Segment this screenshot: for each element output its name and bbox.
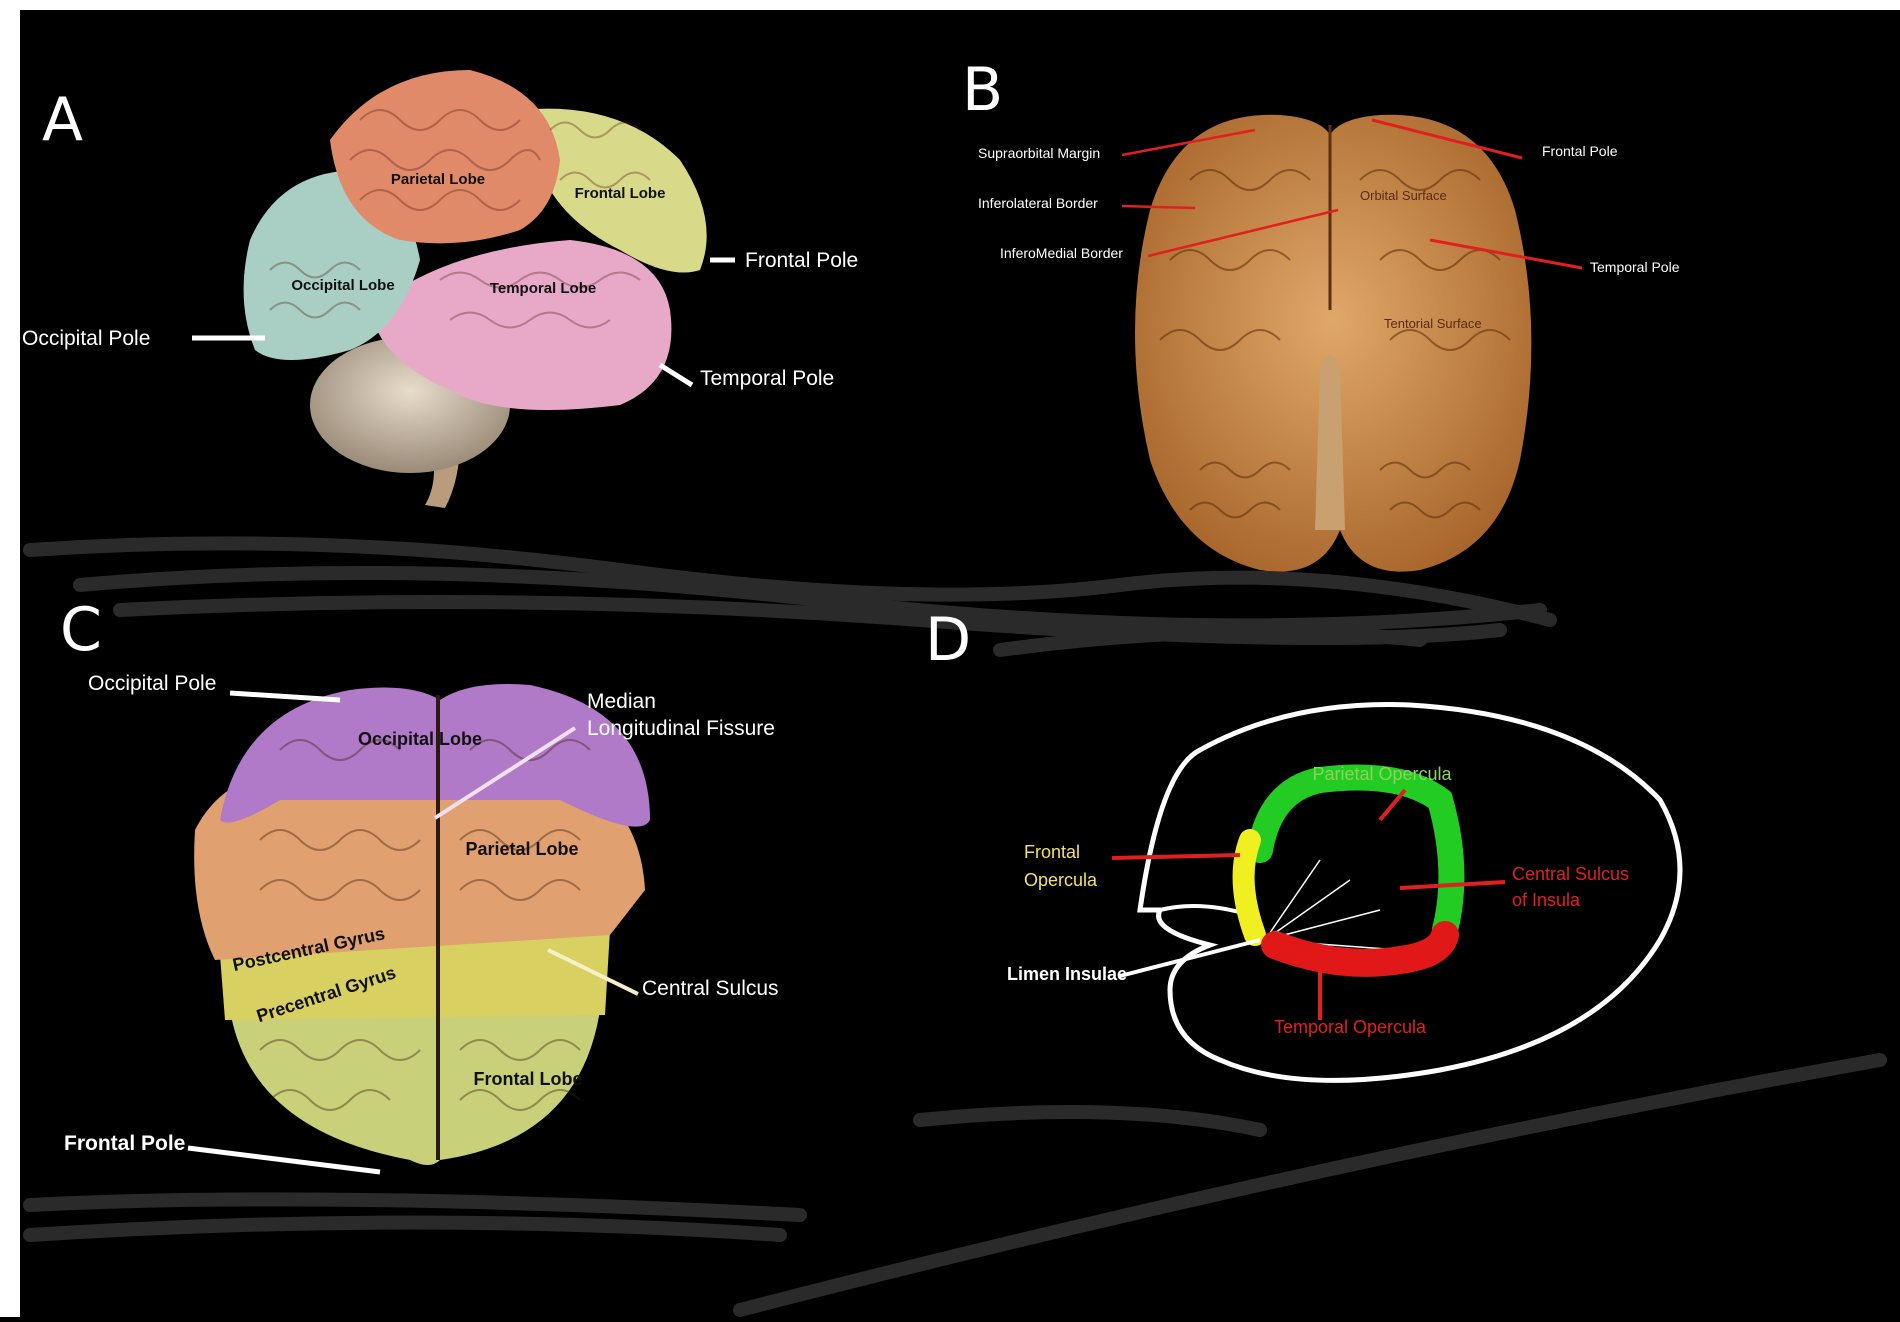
brainstem-b	[1315, 355, 1345, 530]
label-orbital-surface: Orbital Surface	[1360, 188, 1447, 203]
panel-b: B Supraorbital Margin Inferolateral Bord…	[962, 55, 1680, 572]
figure-canvas: A	[20, 10, 1900, 1317]
label-limen-insulae: Limen Insulae	[1007, 964, 1127, 984]
panel-c-letter: C	[60, 595, 102, 665]
panel-a-letter: A	[42, 85, 83, 155]
label-inferomedial-border: InferoMedial Border	[1000, 245, 1123, 261]
pointer-median-fissure	[433, 726, 577, 820]
label-central-sulcus-insula-1: Central Sulcus	[1512, 864, 1629, 884]
label-temporal-pole-b: Temporal Pole	[1590, 259, 1680, 275]
label-frontal-pole-b: Frontal Pole	[1542, 143, 1618, 159]
pointer-occipital-pole-c	[229, 690, 341, 703]
panel-d: D Parietal Opercula Frontal Opercula Cen…	[925, 605, 1683, 1083]
panel-c-brain	[194, 684, 650, 1165]
brain-anatomy-figure: A	[22, 55, 1887, 1317]
label-frontal-opercula-2: Opercula	[1024, 870, 1098, 890]
brain-outline-d	[1137, 702, 1683, 1083]
panel-b-letter: B	[962, 55, 1003, 125]
frontal-lobe-region	[520, 108, 707, 273]
parietal-operculum-d	[1247, 764, 1465, 943]
gyri-texture-c	[259, 739, 591, 1111]
occipital-lobe-region-c	[220, 684, 650, 827]
panel-a-brain	[243, 70, 707, 508]
label-occipital-pole-c: Occipital Pole	[88, 672, 216, 695]
label-frontal-lobe-a: Frontal Lobe	[575, 185, 666, 202]
pointer-supraorbital-margin	[1121, 128, 1256, 157]
label-frontal-opercula-1: Frontal	[1024, 842, 1080, 862]
gyri-texture-a	[269, 109, 651, 329]
pointer-central-sulcus	[547, 948, 639, 996]
label-temporal-pole-a: Temporal Pole	[700, 367, 834, 390]
pointer-frontal-pole-b	[1371, 118, 1523, 160]
redaction-scribbles	[23, 536, 1887, 1317]
label-temporal-lobe-a: Temporal Lobe	[490, 280, 596, 297]
pointer-frontal-opercula	[1111, 853, 1241, 860]
pointer-parietal-opercula	[1378, 788, 1407, 822]
label-central-sulcus: Central Sulcus	[642, 977, 779, 1000]
frontal-lobe-region-c	[230, 1010, 600, 1165]
label-median-fissure-1: Median	[587, 690, 656, 713]
panel-d-letter: D	[925, 605, 971, 675]
pointer-limen-insulae	[1119, 938, 1261, 978]
label-frontal-pole-a: Frontal Pole	[745, 249, 858, 272]
frontal-operculum-d	[1232, 829, 1266, 946]
label-parietal-opercula: Parietal Opercula	[1312, 764, 1452, 784]
pointer-inferomedial-border	[1147, 208, 1339, 258]
label-occipital-pole-a: Occipital Pole	[22, 327, 150, 350]
parietal-lobe-region	[330, 70, 560, 244]
label-parietal-lobe-c: Parietal Lobe	[465, 839, 578, 859]
pointer-temporal-pole-a	[658, 362, 694, 388]
parietal-lobe-region-c	[194, 770, 645, 960]
label-frontal-lobe-c: Frontal Lobe	[474, 1069, 583, 1089]
label-central-sulcus-insula-2: of Insula	[1512, 890, 1581, 910]
temporal-operculum-d	[1261, 921, 1459, 977]
pointer-inferolateral-border	[1121, 204, 1196, 210]
panel-a: A	[22, 70, 858, 508]
label-inferolateral-border: Inferolateral Border	[978, 195, 1098, 211]
label-tentorial-surface: Tentorial Surface	[1384, 316, 1482, 331]
label-occipital-lobe-c: Occipital Lobe	[358, 729, 482, 749]
brain-inferior-view	[1135, 114, 1532, 572]
label-parietal-lobe-a: Parietal Lobe	[391, 171, 485, 188]
label-occipital-lobe-a: Occipital Lobe	[291, 277, 394, 294]
pointer-central-sulcus-insula	[1399, 880, 1506, 890]
label-supraorbital-margin: Supraorbital Margin	[978, 145, 1100, 161]
panel-b-brain	[1135, 114, 1532, 572]
pointer-frontal-pole-c	[187, 1145, 381, 1175]
label-temporal-opercula: Temporal Opercula	[1274, 1017, 1427, 1037]
pointer-temporal-pole-b	[1429, 238, 1583, 270]
panel-c: C Occipital Pole	[60, 595, 779, 1175]
label-median-fissure-2: Longitudinal Fissure	[587, 717, 775, 740]
temporal-lobe-region	[370, 240, 672, 410]
label-frontal-pole-c: Frontal Pole	[64, 1132, 185, 1155]
